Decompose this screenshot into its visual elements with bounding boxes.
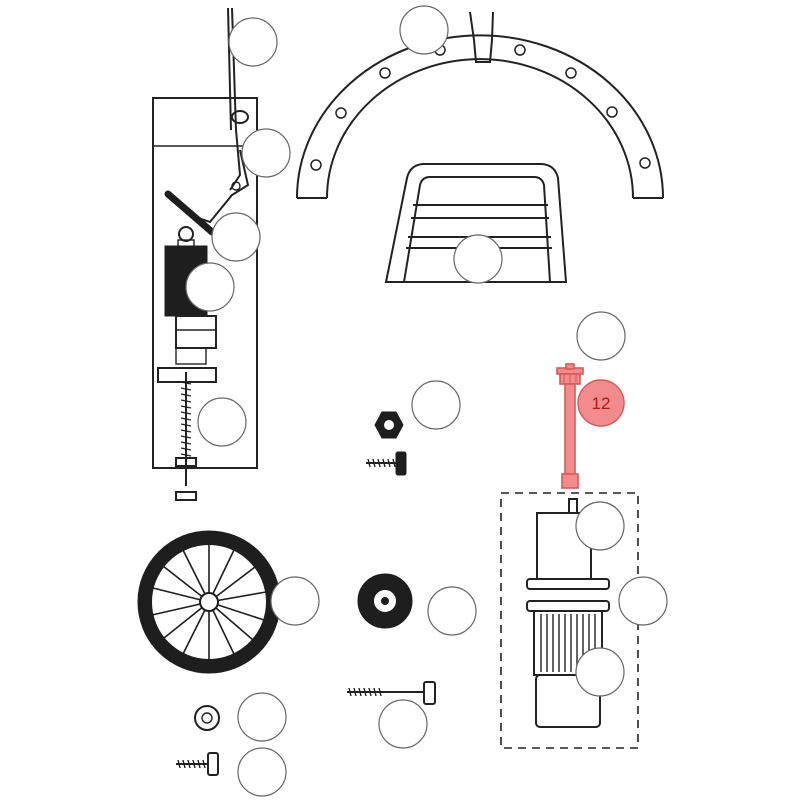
small-roller [357,573,413,629]
short-bolt [366,451,407,476]
washer [194,705,220,731]
pin-base [561,473,579,489]
callout-long-bolt[interactable] [378,699,428,749]
lever-handle [164,190,216,236]
callout-motor-right[interactable] [618,576,668,626]
callout-small-bolt[interactable] [237,747,287,797]
motor-flange-2 [526,600,610,612]
perforated-arc-guard [296,11,664,199]
callout-roller[interactable] [427,586,477,636]
lever-pivot [231,181,241,191]
callout-12[interactable]: 12 [577,379,625,427]
callout-circles [185,5,668,797]
callout-left-motor[interactable] [185,262,235,312]
motor-end-cap [535,674,601,728]
arc-holes [310,44,651,171]
bracket-assembly [152,7,258,501]
screw-thread [180,381,192,457]
hex-nut [374,411,404,439]
coupler [175,347,207,365]
screw-knob [175,491,197,501]
small-bolt [176,752,219,776]
highlighted-part-12 [556,363,584,489]
bracket-plate [152,97,258,469]
callout-motor-fan[interactable] [575,647,625,697]
spoked-wheel [137,530,281,674]
long-bolt [347,681,436,705]
callout-left-lever[interactable] [211,212,261,262]
arc-connector [469,11,494,63]
callout-pin-top[interactable] [576,311,626,361]
callout-12-circle [577,379,625,427]
callout-12-label: 12 [592,394,611,413]
gearbox [175,315,217,349]
motor-subassembly [500,492,639,749]
motor-shaft [568,498,578,514]
callout-motor-top[interactable] [575,501,625,551]
callout-top-left-2[interactable] [241,128,291,178]
callout-left-screw[interactable] [197,397,247,447]
callout-arc-top[interactable] [399,5,449,55]
callout-top-left-1[interactable] [228,17,278,67]
motor-flange [526,578,610,590]
arc-outer [296,34,664,199]
arc-inner [326,58,634,199]
lever-rod-edge [227,7,232,131]
frame-inner [403,176,551,283]
lever-link [197,149,250,224]
rod-eye [231,110,249,124]
frame-outer [384,163,568,283]
small-pulley [178,226,194,242]
callout-wheel[interactable] [270,576,320,626]
pin-shaft [564,383,576,477]
screw-collar [175,457,197,467]
callout-nut[interactable] [411,380,461,430]
callout-frame[interactable] [453,234,503,284]
pin-tip [565,363,575,370]
wheel-hub [199,592,219,612]
fan-fins [540,614,596,672]
callout-washer[interactable] [237,692,287,742]
